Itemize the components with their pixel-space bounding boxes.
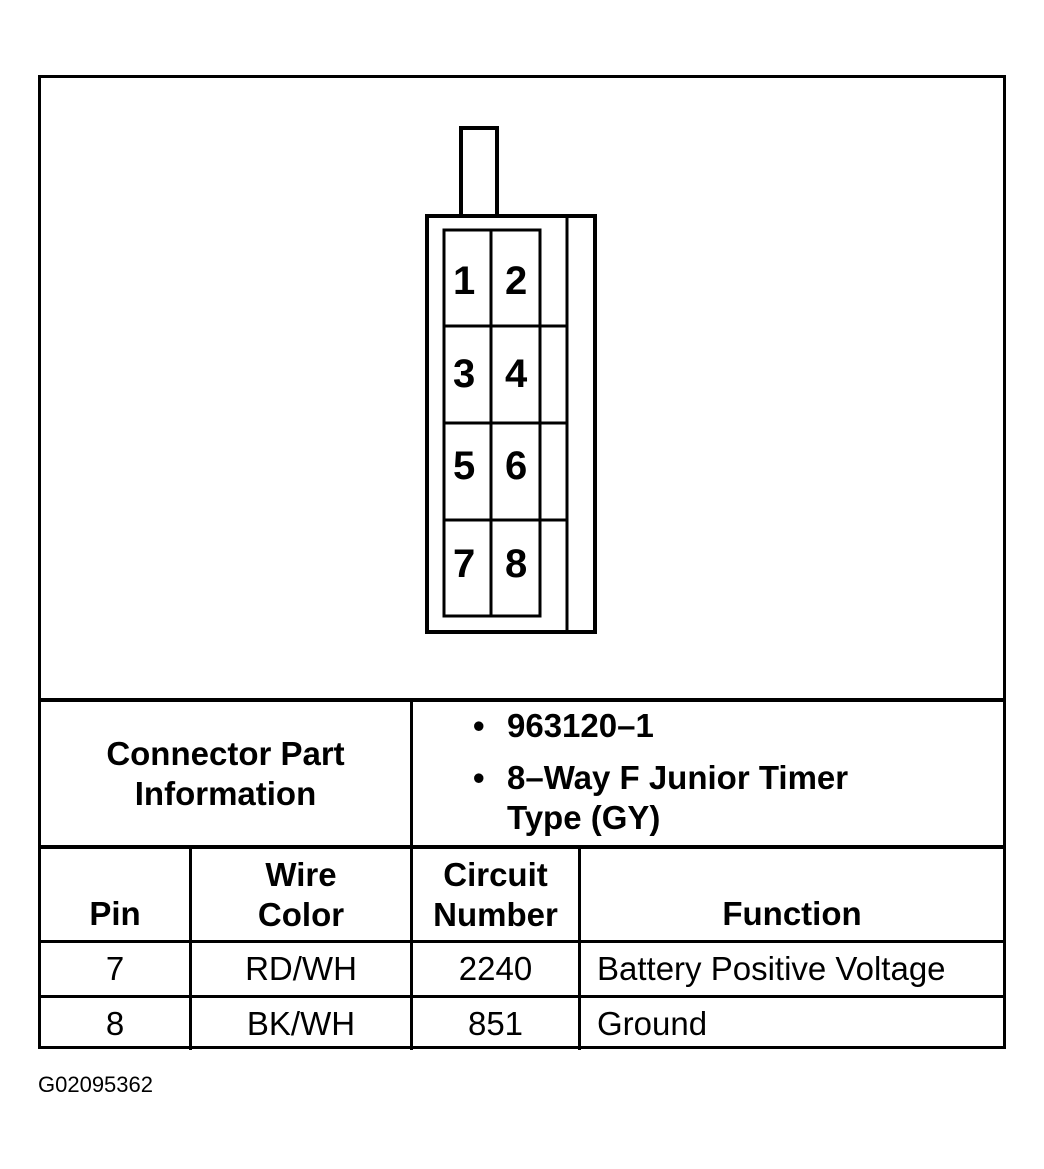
part-info-label: Connector Part Information (106, 734, 345, 812)
row-7-wire-color: RD/WH (245, 950, 357, 988)
pin-label-5: 5 (453, 444, 476, 488)
pin-label-7: 7 (453, 542, 476, 586)
pin-label-8: 8 (505, 542, 528, 586)
figure-code: G02095362 (38, 1072, 153, 1097)
row-7-pin: 7 (105, 950, 125, 988)
header-pin: Pin (89, 895, 141, 933)
part-info-list: •963120–1 •8–Way F Junior Timer Type (GY… (473, 706, 993, 850)
connector-diagram (425, 126, 597, 634)
connector-frame: 1 2 3 4 5 6 7 8 Connector Part Informati… (38, 75, 1006, 1050)
pin-label-6: 6 (505, 444, 528, 488)
header-circuit-number: Circuit Number (433, 855, 558, 933)
header-wire-color: Wire Color (257, 855, 345, 933)
pin-label-3: 3 (453, 352, 476, 396)
row-8-circuit: 851 (467, 1004, 524, 1042)
pin-label-4: 4 (505, 352, 528, 396)
row-8-function: Ground (597, 1004, 708, 1042)
pin-label-2: 2 (505, 259, 528, 303)
row-8-pin: 8 (105, 1004, 125, 1042)
header-function: Function (722, 895, 862, 933)
part-info-item: •8–Way F Junior Timer Type (GY) (473, 759, 849, 836)
pin-label-1: 1 (453, 259, 476, 303)
row-7-function: Battery Positive Voltage (597, 950, 946, 988)
row-8-wire-color: BK/WH (246, 1004, 356, 1042)
connector-tab (459, 126, 499, 220)
row-7-circuit: 2240 (458, 950, 533, 988)
part-info-item: •963120–1 (473, 707, 654, 744)
